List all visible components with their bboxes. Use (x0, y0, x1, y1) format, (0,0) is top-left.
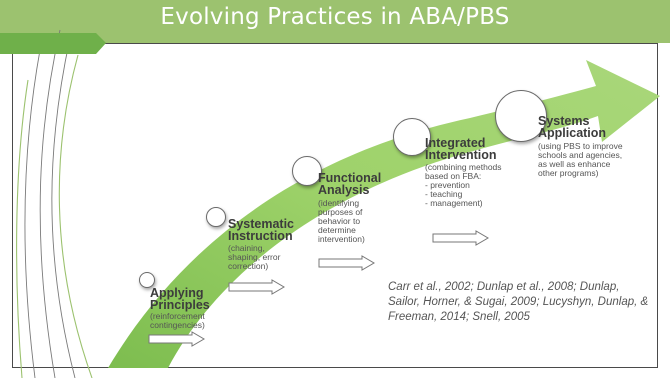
right-block-arrow-icon (318, 255, 375, 271)
right-block-arrow-icon (228, 279, 285, 295)
stage-3-title: Functional Analysis (318, 171, 382, 197)
circle-node-icon (206, 207, 226, 227)
left-line-art (24, 29, 76, 378)
stage-5-description: (using PBS to improve schools and agenci… (538, 141, 623, 178)
stage-2-description: (chaining, shaping, error correction) (228, 243, 281, 271)
stage-2-title: Systematic Instruction (228, 217, 295, 243)
title-bar: Evolving Practices in ABA/PBS (0, 0, 670, 43)
stage-5-title: Systems Application (538, 114, 607, 140)
stage-4-description: (combining methods based on FBA: - preve… (425, 162, 502, 208)
green-pennant-icon (0, 33, 106, 54)
right-block-arrow-icon (432, 230, 489, 246)
citation-text: Carr et al., 2002; Dunlap et al., 2008; … (388, 281, 649, 323)
stage-1-title: Applying Principles (150, 286, 210, 312)
slide-title: Evolving Practices in ABA/PBS (160, 4, 510, 30)
right-block-arrow-icon (148, 331, 205, 347)
circle-node-icon (292, 156, 322, 186)
circle-node-icon (495, 90, 547, 142)
stage-4-title: Integrated Intervention (425, 136, 497, 162)
circle-node-icon (139, 272, 155, 288)
circle-node-icon (393, 118, 431, 156)
stage-1-description: (reinforcement contingencies) (150, 311, 205, 330)
stage-3-description: (identifying purposes of behavior to det… (318, 198, 365, 244)
